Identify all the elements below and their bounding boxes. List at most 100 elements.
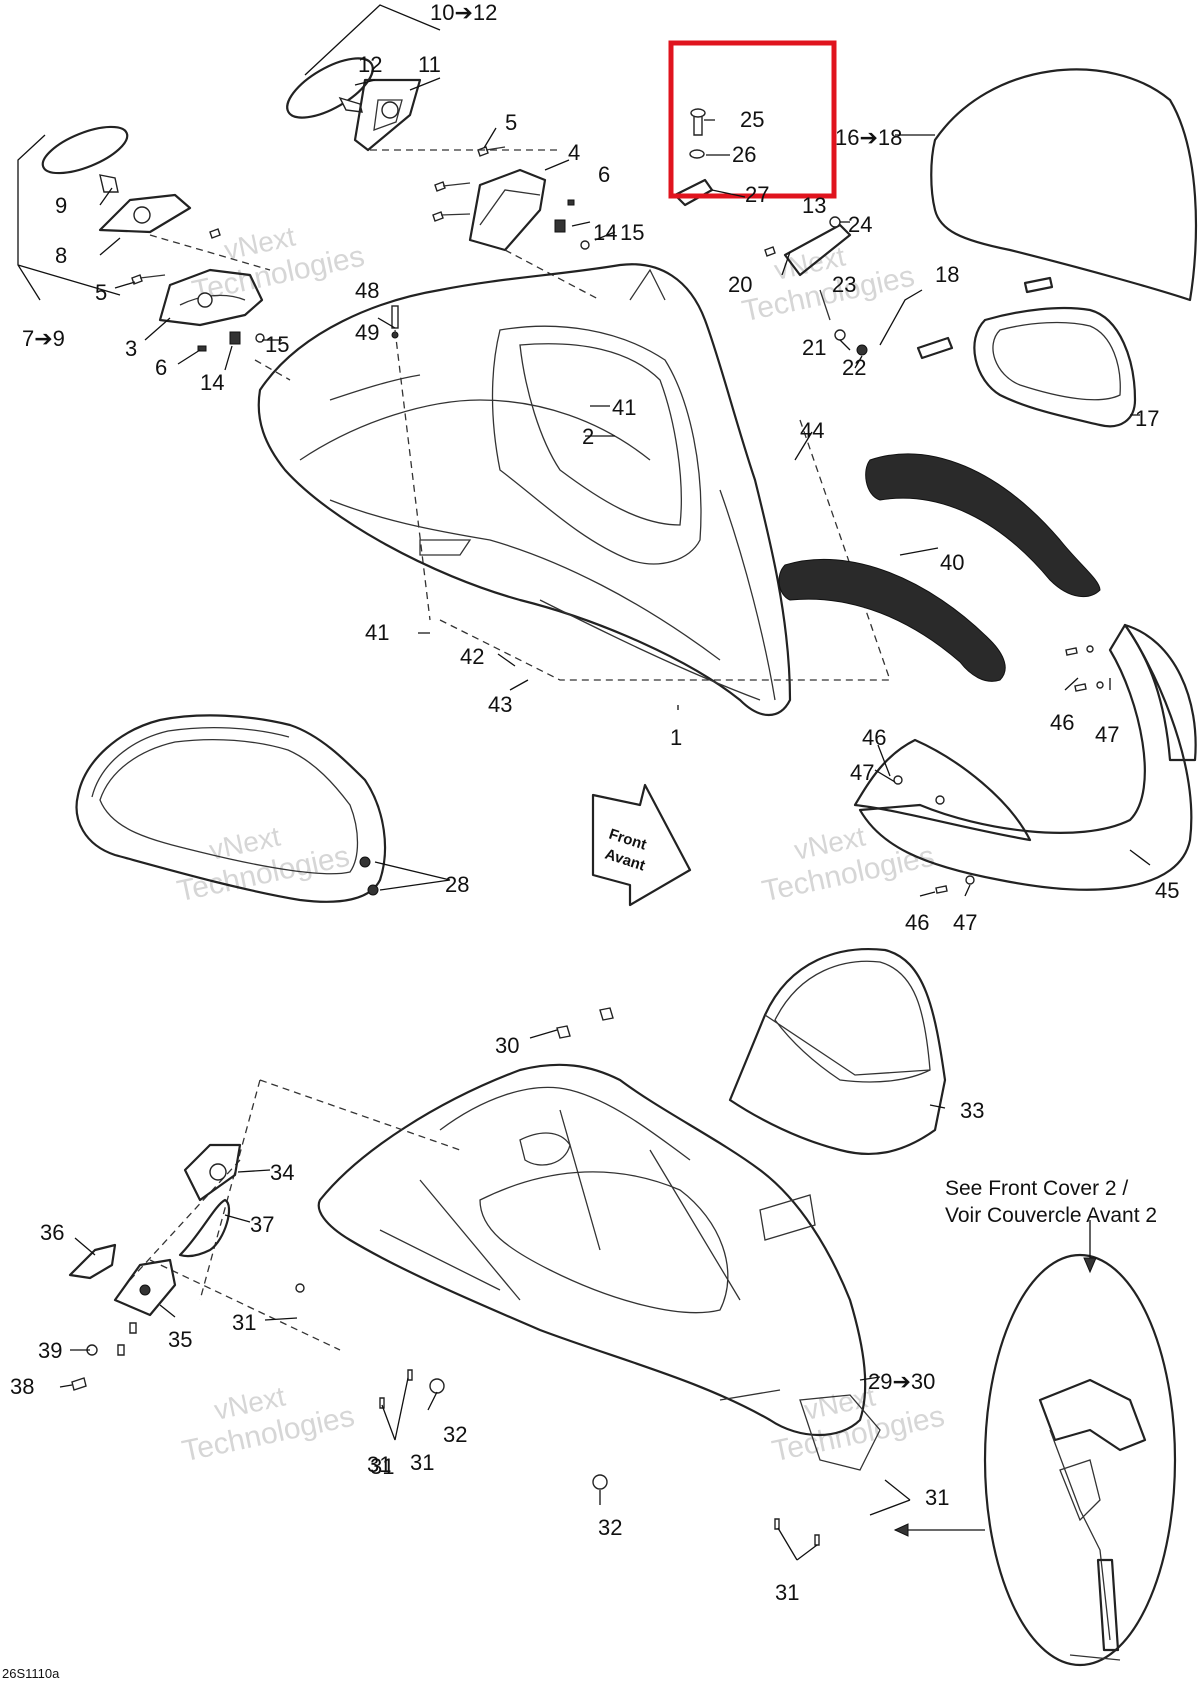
assembly-line-a [149, 149, 601, 621]
callout-label: 35 [168, 1327, 192, 1352]
storage-bin-33 [728, 948, 947, 1155]
callout-label: 11 [418, 52, 441, 77]
front-cover-1 [257, 263, 792, 716]
mirror-housing-3 [158, 268, 264, 327]
watermark-1: vNext Technologies [189, 221, 367, 309]
callout-label: 15 [265, 332, 289, 357]
callout-label: 20 [728, 272, 752, 297]
watermark-2: vNext Technologies [739, 241, 917, 329]
callout-label: 6 [155, 355, 167, 380]
callout-label: 31 [232, 1310, 256, 1335]
frame-29 [317, 1063, 881, 1471]
callout-label: 31 [370, 1454, 394, 1479]
callout-label: 39 [38, 1338, 62, 1363]
see-front-cover-note-line2: Voir Couvercle Avant 2 [945, 1204, 1157, 1227]
callout-label: 12 [358, 52, 382, 77]
callout-label: 31 [410, 1450, 434, 1475]
assembly-line-b [439, 419, 891, 681]
callout-label: 48 [355, 278, 379, 303]
latch-parts [68, 1143, 242, 1391]
callout-label: 36 [40, 1220, 64, 1245]
spring-37 [178, 1198, 230, 1258]
watermark-5: vNext Technologies [179, 1381, 357, 1469]
callout-label: 4 [568, 140, 580, 165]
seal-28 [75, 714, 387, 903]
callout-label: 14 [200, 370, 224, 395]
callout-label: 47 [953, 910, 977, 935]
callout-label: 8 [55, 243, 67, 268]
callout-label: 45 [1155, 878, 1179, 903]
watermark-4: vNext Technologies [759, 821, 937, 909]
callout-label: 3 [125, 336, 137, 361]
callout-label: 47 [850, 760, 874, 785]
leader-arrowhead [893, 1523, 909, 1537]
callout-label: 49 [355, 320, 379, 345]
callout-label: 7➔9 [22, 326, 65, 351]
callout-label: 41 [612, 395, 636, 420]
callout-label: 38 [10, 1374, 34, 1399]
callout-label: 42 [460, 644, 484, 669]
latch-36 [68, 1243, 117, 1280]
see-front-cover-note-line1: See Front Cover 2 / [945, 1177, 1128, 1200]
assembly-line-c [129, 1079, 461, 1351]
trim-45 [853, 623, 1197, 891]
callout-label: 15 [620, 220, 644, 245]
front-direction-arrow: Front Avant [591, 783, 692, 907]
callout-label: 47 [1095, 722, 1119, 747]
callout-label: 33 [960, 1098, 984, 1123]
highlight-box [668, 40, 837, 199]
mirror-base-11 [353, 78, 422, 152]
callout-label: 10➔12 [430, 0, 497, 25]
mirror-glass-12 [286, 57, 374, 119]
callout-label: 46 [905, 910, 929, 935]
callout-label: 5 [95, 280, 107, 305]
callout-label: 31 [925, 1485, 949, 1510]
highlighted-parts-25-27 [673, 108, 714, 207]
callout-label: 43 [488, 692, 512, 717]
callout-label: 28 [445, 872, 469, 897]
hardware-46-47 [893, 645, 1104, 894]
callout-label: 34 [270, 1160, 294, 1185]
callout-label: 27 [745, 182, 769, 207]
bracket-7-9 [17, 134, 121, 301]
intake-hoses-40 [778, 453, 1101, 682]
callout-label: 29➔30 [868, 1369, 935, 1394]
callout-label: 32 [598, 1515, 622, 1540]
diagram-id-code: 26S1110a [2, 1666, 60, 1681]
windshield-16 [930, 68, 1198, 302]
callout-label: 22 [842, 355, 866, 380]
callout-label: 17 [1135, 406, 1159, 431]
callout-label: 6 [598, 162, 610, 187]
bracket-13 [764, 216, 868, 356]
callout-label: 37 [250, 1212, 274, 1237]
callout-label: 25 [740, 107, 764, 132]
callout-label: 31 [367, 1452, 391, 1477]
mirror-glass-9 [41, 125, 129, 193]
callout-label: 26 [732, 142, 756, 167]
callout-label: 40 [940, 550, 964, 575]
callout-label: 9 [55, 193, 67, 218]
callout-label: 31 [775, 1580, 799, 1605]
callout-label: 44 [800, 418, 824, 443]
callout-label: 14 [593, 220, 617, 245]
windshield-seal-17 [973, 306, 1137, 428]
callout-label: 24 [848, 212, 872, 237]
callout-label: 32 [443, 1422, 467, 1447]
mirror-base-8 [98, 193, 192, 234]
callout-label: 46 [1050, 710, 1074, 735]
callout-label: 13 [802, 193, 826, 218]
callout-label: 5 [505, 110, 517, 135]
bracket-10-12 [304, 4, 441, 76]
latch-base-35 [113, 1258, 177, 1317]
callout-label: 46 [862, 725, 886, 750]
callout-label: 1 [670, 725, 682, 750]
mirror-housing-4 [468, 168, 547, 252]
foam-strips-18 [916, 276, 1054, 360]
front-cover-2-detail [983, 1220, 1177, 1667]
callout-label: 16➔18 [835, 125, 902, 150]
latch-34 [183, 1143, 242, 1202]
callout-label: 18 [935, 262, 959, 287]
